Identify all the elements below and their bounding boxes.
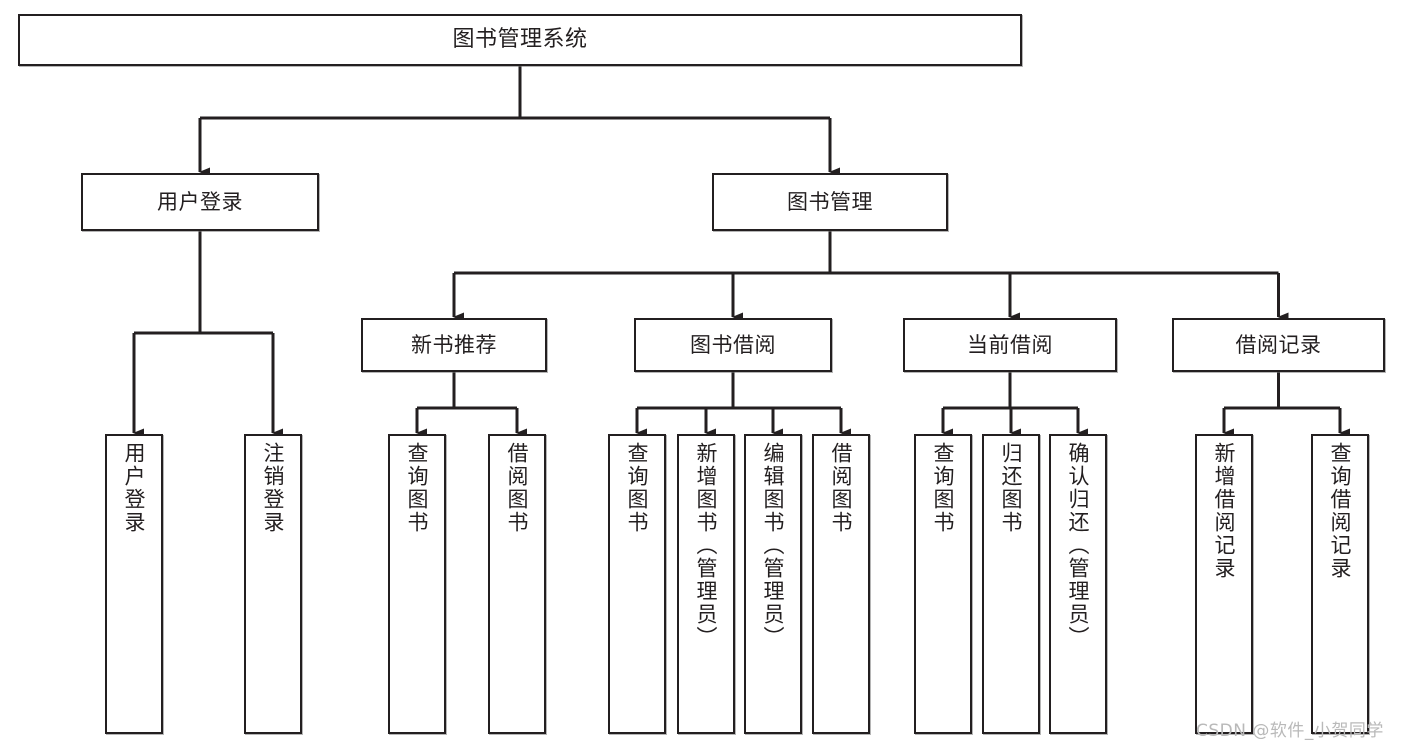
node-leaf-query-book-1[interactable]: 查询图书 — [388, 434, 446, 734]
node-leaf-user-login[interactable]: 用户登录 — [105, 434, 163, 734]
node-new-book-recommend[interactable]: 新书推荐 — [361, 318, 547, 372]
node-label: 用户登录 — [157, 189, 243, 214]
node-label: 图书借阅 — [690, 332, 776, 357]
node-label: 新增借阅记录 — [1212, 442, 1237, 580]
node-label: 查询借阅记录 — [1328, 442, 1353, 580]
node-label: 编辑图书（管理员） — [761, 442, 786, 649]
node-label: 查询图书 — [405, 442, 430, 534]
node-leaf-add-record[interactable]: 新增借阅记录 — [1195, 434, 1253, 734]
node-label: 确认归还（管理员） — [1066, 442, 1091, 649]
node-label: 借阅图书 — [829, 442, 854, 534]
node-leaf-borrow-book-2[interactable]: 借阅图书 — [812, 434, 870, 734]
node-current-borrow[interactable]: 当前借阅 — [903, 318, 1117, 372]
node-label: 当前借阅 — [967, 332, 1053, 357]
node-leaf-logout[interactable]: 注销登录 — [244, 434, 302, 734]
node-user-login[interactable]: 用户登录 — [81, 173, 319, 231]
csdn-watermark: CSDN @软件_小贺同学 — [1196, 721, 1384, 741]
node-leaf-borrow-book-1[interactable]: 借阅图书 — [488, 434, 546, 734]
node-book-management[interactable]: 图书管理 — [712, 173, 948, 231]
node-label: 查询图书 — [625, 442, 650, 534]
node-leaf-query-record[interactable]: 查询借阅记录 — [1311, 434, 1369, 734]
node-label: 用户登录 — [122, 442, 147, 534]
node-leaf-add-book[interactable]: 新增图书（管理员） — [677, 434, 735, 734]
node-label: 查询图书 — [931, 442, 956, 534]
node-label: 新增图书（管理员） — [694, 442, 719, 649]
node-label: 注销登录 — [261, 442, 286, 534]
node-label: 图书管理系统 — [452, 26, 588, 52]
node-label: 借阅记录 — [1235, 332, 1322, 357]
node-label: 新书推荐 — [411, 332, 497, 357]
node-leaf-confirm-return[interactable]: 确认归还（管理员） — [1049, 434, 1107, 734]
node-root-system[interactable]: 图书管理系统 — [18, 14, 1022, 66]
node-label: 借阅图书 — [505, 442, 530, 534]
node-leaf-edit-book[interactable]: 编辑图书（管理员） — [744, 434, 802, 734]
node-leaf-query-book-2[interactable]: 查询图书 — [608, 434, 666, 734]
node-leaf-query-book-3[interactable]: 查询图书 — [914, 434, 972, 734]
node-label: 图书管理 — [787, 189, 873, 214]
node-borrow-record[interactable]: 借阅记录 — [1172, 318, 1385, 372]
node-label: 归还图书 — [999, 442, 1024, 534]
node-leaf-return-book[interactable]: 归还图书 — [982, 434, 1040, 734]
node-book-borrow[interactable]: 图书借阅 — [634, 318, 832, 372]
